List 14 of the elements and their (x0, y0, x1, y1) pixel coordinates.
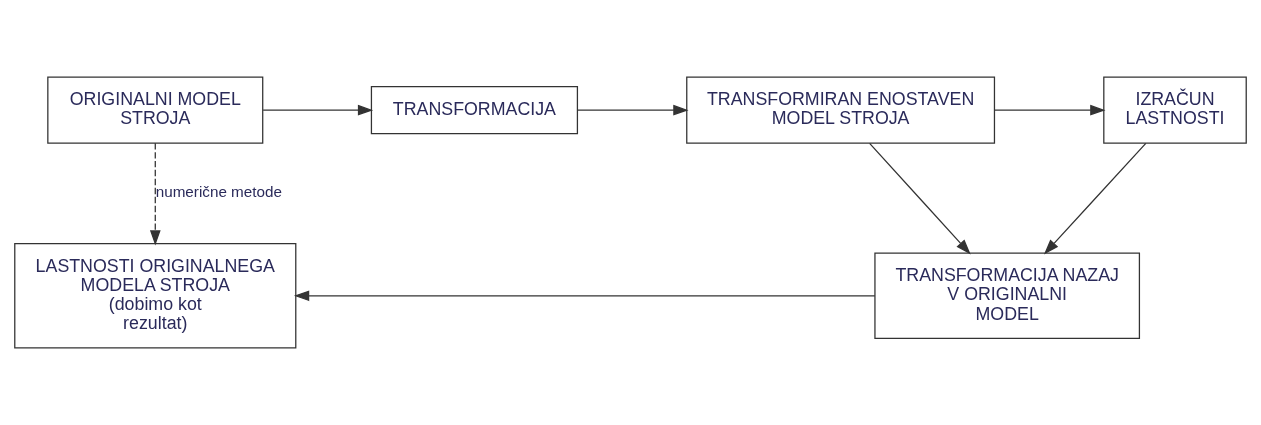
edge-label: numerične metode (155, 183, 283, 201)
node-box: TRANSFORMACIJA NAZAJ V ORIGINALNI MODEL (874, 252, 1141, 339)
arrow (577, 104, 689, 116)
arrow (149, 142, 161, 246)
node-box: TRANSFORMACIJA (370, 86, 579, 135)
arrow (1043, 142, 1147, 255)
node-box: TRANSFORMIRAN ENOSTAVEN MODEL STROJA (686, 76, 996, 144)
node-box: LASTNOSTI ORIGINALNEGA MODELA STROJA (dobimo kot rezultat) (14, 243, 297, 349)
arrow (994, 104, 1106, 116)
node-box: IZRAČUN LASTNOSTI (1103, 76, 1247, 144)
arrow (869, 142, 971, 255)
node-box: ORIGINALNI MODEL STROJA (47, 76, 264, 144)
arrow (293, 290, 876, 302)
arrow (262, 104, 374, 116)
